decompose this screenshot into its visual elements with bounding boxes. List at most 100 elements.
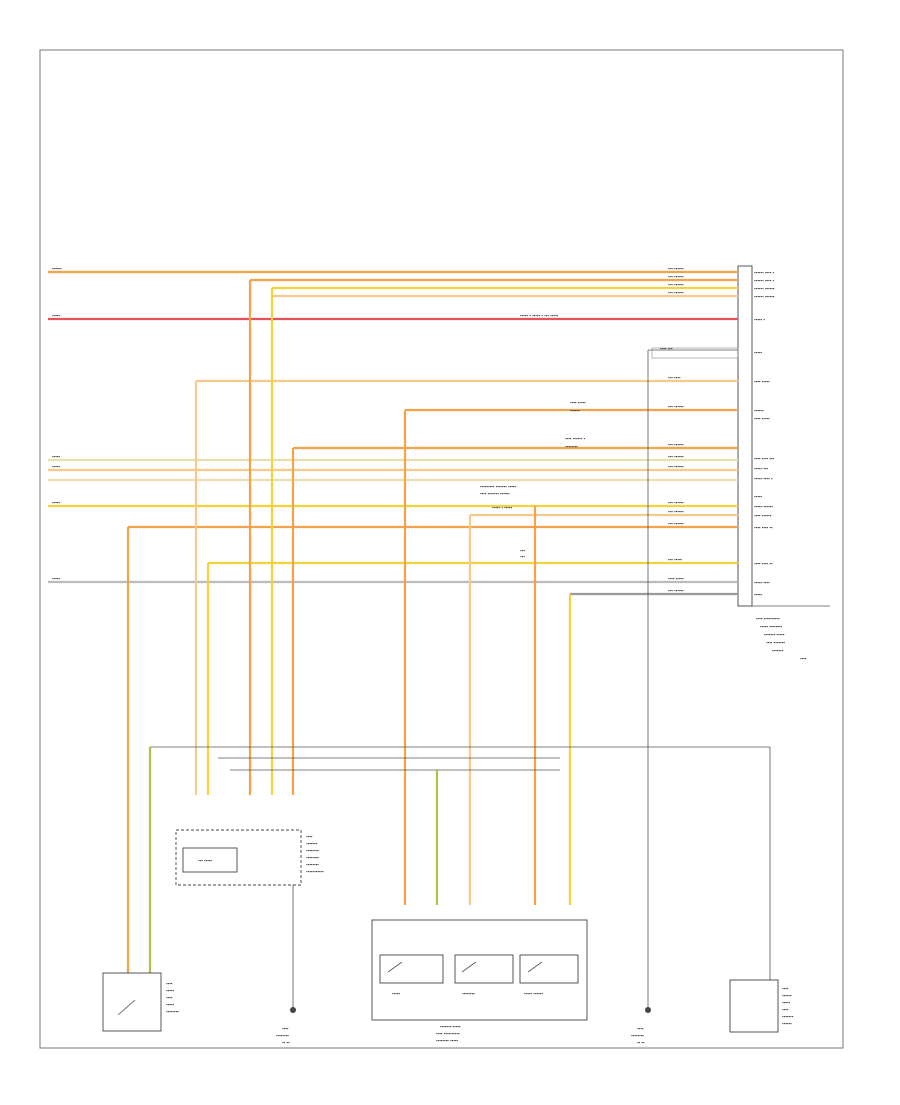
svg-text:▪▪▪▪▪▪▪▪: ▪▪▪▪▪▪▪▪ [306, 848, 319, 853]
ground-right: ▪▪▪▪ ▪▪▪▪▪▪▪▪ ▪▪ ▪▪ [631, 1007, 651, 1045]
svg-text:▪▪▪▪▪ ▪▪▪▪▪▪▪▪: ▪▪▪▪▪ ▪▪▪▪▪▪▪▪ [760, 624, 782, 629]
svg-text:▪▪▪▪▪▪: ▪▪▪▪▪▪ [570, 408, 580, 413]
svg-text:▪▪▪ ▪▪▪▪▪: ▪▪▪ ▪▪▪▪▪ [668, 557, 682, 562]
svg-text:▪▪▪▪▪ ▪▪▪▪▪▪: ▪▪▪▪▪ ▪▪▪▪▪▪ [754, 504, 773, 509]
svg-text:▪▪▪▪▪: ▪▪▪▪▪ [52, 454, 60, 459]
svg-text:▪▪ ▪▪: ▪▪ ▪▪ [637, 1040, 645, 1045]
svg-text:▪▪▪▪ ▪▪▪▪▪▪▪▪▪▪: ▪▪▪▪ ▪▪▪▪▪▪▪▪▪▪ [436, 1031, 460, 1036]
wire-labels: ▪▪▪▪▪▪ ▪▪▪▪▪ ▪▪▪▪▪ ▪▪▪▪▪ ▪▪▪▪▪ ▪▪▪▪▪ ▪▪▪… [52, 266, 684, 593]
svg-text:▪▪▪▪ ▪▪▪▪▪: ▪▪▪▪ ▪▪▪▪▪ [668, 576, 684, 581]
svg-text:▪▪▪▪: ▪▪▪▪ [637, 1026, 644, 1031]
svg-text:▪▪▪ ▪▪▪▪▪▪: ▪▪▪ ▪▪▪▪▪▪ [668, 282, 684, 287]
svg-text:▪▪▪▪▪: ▪▪▪▪▪ [166, 988, 174, 993]
vertical-wires [126, 280, 771, 1010]
svg-text:▪▪▪ ▪▪▪▪▪: ▪▪▪ ▪▪▪▪▪ [198, 858, 212, 863]
diagram-frame [39, 49, 844, 1049]
svg-text:▪▪▪▪▪▪▪ ▪▪▪▪▪: ▪▪▪▪▪▪▪ ▪▪▪▪▪ [764, 632, 785, 637]
svg-text:▪▪▪▪▪ ▪ ▪▪▪▪▪: ▪▪▪▪▪ ▪ ▪▪▪▪▪ [492, 505, 512, 510]
svg-text:▪▪▪: ▪▪▪ [520, 548, 525, 553]
svg-text:▪▪▪▪▪ ▪▪▪▪: ▪▪▪▪▪ ▪▪▪▪ [754, 580, 770, 585]
svg-text:▪▪▪▪▪ ▪▪▪: ▪▪▪▪▪ ▪▪▪ [754, 466, 768, 471]
svg-text:▪▪▪▪: ▪▪▪▪ [166, 981, 173, 986]
svg-text:▪▪▪▪▪: ▪▪▪▪▪ [52, 500, 60, 505]
svg-text:▪▪▪▪ ▪▪▪▪ ▪▪▪: ▪▪▪▪ ▪▪▪▪ ▪▪▪ [754, 456, 774, 461]
svg-text:▪▪▪▪: ▪▪▪▪ [282, 1026, 289, 1031]
svg-text:▪▪▪▪▪: ▪▪▪▪▪ [166, 1002, 174, 1007]
svg-text:▪▪▪▪▪▪ ▪▪▪▪ ▪: ▪▪▪▪▪▪ ▪▪▪▪ ▪ [754, 270, 774, 275]
svg-text:▪▪▪▪ ▪▪▪: ▪▪▪▪ ▪▪▪ [660, 346, 673, 351]
left-module: ▪▪▪ ▪▪▪▪▪ ▪▪▪▪ ▪▪▪▪▪▪▪ ▪▪▪▪▪▪▪▪ ▪▪▪▪▪▪▪▪… [175, 829, 324, 886]
svg-text:▪▪▪ ▪▪▪▪: ▪▪▪ ▪▪▪▪ [668, 375, 681, 380]
svg-text:▪▪▪▪▪▪▪▪: ▪▪▪▪▪▪▪▪ [276, 1033, 289, 1038]
svg-text:▪▪▪▪▪: ▪▪▪▪▪ [52, 464, 60, 469]
svg-text:▪▪▪▪: ▪▪▪▪ [800, 656, 807, 661]
svg-text:▪▪▪▪▪ ▪▪▪▪ ▪: ▪▪▪▪▪ ▪▪▪▪ ▪ [754, 476, 773, 481]
svg-text:▪▪▪: ▪▪▪ [520, 554, 525, 559]
svg-text:▪▪▪▪▪▪▪▪: ▪▪▪▪▪▪▪▪ [462, 991, 475, 996]
svg-text:▪▪▪▪ ▪▪▪▪▪: ▪▪▪▪ ▪▪▪▪▪ [754, 416, 770, 421]
main-module: ▪▪▪▪ ▪▪▪▪▪▪▪▪▪▪ ▪▪▪▪▪ ▪▪▪▪▪▪▪▪ ▪▪▪▪▪▪▪ ▪… [651, 265, 830, 661]
svg-text:▪▪▪ ▪▪▪▪▪▪: ▪▪▪ ▪▪▪▪▪▪ [668, 274, 684, 279]
svg-text:▪▪▪▪▪▪: ▪▪▪▪▪▪ [782, 993, 792, 998]
svg-text:▪▪▪▪▪: ▪▪▪▪▪ [52, 576, 60, 581]
svg-text:▪▪▪▪▪▪▪▪: ▪▪▪▪▪▪▪▪ [306, 862, 319, 867]
svg-text:▪▪▪▪▪▪: ▪▪▪▪▪▪ [754, 408, 764, 413]
svg-text:▪▪▪ ▪▪▪▪▪▪: ▪▪▪ ▪▪▪▪▪▪ [668, 404, 684, 409]
svg-text:▪▪▪ ▪▪▪▪▪▪: ▪▪▪ ▪▪▪▪▪▪ [668, 500, 684, 505]
svg-text:▪▪▪▪ ▪▪▪▪▪▪ ▪: ▪▪▪▪ ▪▪▪▪▪▪ ▪ [565, 436, 585, 441]
svg-text:▪▪▪▪ ▪▪▪▪▪▪▪ ▪▪▪▪▪▪: ▪▪▪▪ ▪▪▪▪▪▪▪ ▪▪▪▪▪▪ [480, 491, 510, 496]
svg-text:▪▪▪ ▪▪▪▪▪▪: ▪▪▪ ▪▪▪▪▪▪ [668, 509, 684, 514]
svg-text:▪▪▪ ▪▪▪▪▪▪: ▪▪▪ ▪▪▪▪▪▪ [668, 454, 684, 459]
svg-text:▪▪▪▪▪▪▪: ▪▪▪▪▪▪▪ [306, 841, 318, 846]
svg-text:▪▪▪▪▪ ▪: ▪▪▪▪▪ ▪ [754, 317, 765, 322]
svg-text:▪▪▪▪: ▪▪▪▪ [166, 995, 173, 1000]
svg-text:▪▪▪▪▪▪▪▪▪ ▪▪▪▪▪▪▪ ▪▪▪▪▪: ▪▪▪▪▪▪▪▪▪ ▪▪▪▪▪▪▪ ▪▪▪▪▪ [480, 484, 516, 489]
module-wires [48, 270, 738, 596]
svg-text:▪▪▪▪▪ ▪ ▪▪▪▪▪ ▪ ▪▪▪ ▪▪▪▪▪: ▪▪▪▪▪ ▪ ▪▪▪▪▪ ▪ ▪▪▪ ▪▪▪▪▪ [520, 313, 559, 318]
left-switch: ▪▪▪▪ ▪▪▪▪▪ ▪▪▪▪ ▪▪▪▪▪ ▪▪▪▪▪▪▪▪ [102, 972, 179, 1032]
svg-text:▪▪▪▪▪▪▪▪ ▪▪▪▪▪: ▪▪▪▪▪▪▪▪ ▪▪▪▪▪ [436, 1038, 458, 1043]
svg-text:▪▪▪▪▪: ▪▪▪▪▪ [754, 592, 762, 597]
svg-text:▪▪▪▪: ▪▪▪▪ [782, 986, 789, 991]
module-pin-labels: ▪▪▪▪▪▪ ▪▪▪▪ ▪ ▪▪▪▪▪▪ ▪▪▪▪ ▪ ▪▪▪▪▪▪ ▪▪▪▪▪… [754, 270, 775, 597]
svg-text:▪▪▪ ▪▪▪▪▪▪: ▪▪▪ ▪▪▪▪▪▪ [668, 290, 684, 295]
svg-text:▪▪▪▪▪▪▪▪: ▪▪▪▪▪▪▪▪ [166, 1009, 179, 1014]
svg-text:▪▪▪ ▪▪▪▪▪▪: ▪▪▪ ▪▪▪▪▪▪ [668, 521, 684, 526]
svg-text:▪▪▪▪▪: ▪▪▪▪▪ [754, 350, 762, 355]
svg-text:▪▪▪▪▪▪ ▪▪▪▪▪▪: ▪▪▪▪▪▪ ▪▪▪▪▪▪ [754, 294, 775, 299]
svg-text:▪▪▪▪▪: ▪▪▪▪▪ [754, 494, 762, 499]
svg-text:▪▪▪▪▪▪ ▪▪▪▪▪▪: ▪▪▪▪▪▪ ▪▪▪▪▪▪ [754, 286, 775, 291]
svg-text:▪▪▪▪▪▪▪▪: ▪▪▪▪▪▪▪▪ [565, 444, 578, 449]
svg-text:▪▪▪▪▪▪: ▪▪▪▪▪▪ [52, 266, 62, 271]
svg-text:▪▪▪▪ ▪▪▪▪ ▪▪: ▪▪▪▪ ▪▪▪▪ ▪▪ [754, 525, 773, 530]
svg-text:▪▪▪▪: ▪▪▪▪ [306, 834, 313, 839]
switch-group: ▪▪▪▪▪ ▪▪▪▪▪▪▪▪ ▪▪▪▪▪ ▪▪▪▪▪▪ ▪▪▪▪▪▪▪ ▪▪▪▪… [371, 919, 588, 1043]
svg-text:▪▪▪ ▪▪▪▪▪▪: ▪▪▪ ▪▪▪▪▪▪ [668, 266, 684, 271]
svg-text:▪▪▪▪▪: ▪▪▪▪▪ [782, 1000, 790, 1005]
svg-text:▪▪▪ ▪▪▪▪▪▪: ▪▪▪ ▪▪▪▪▪▪ [668, 442, 684, 447]
svg-text:▪▪▪▪▪ ▪▪▪▪▪▪: ▪▪▪▪▪ ▪▪▪▪▪▪ [524, 991, 543, 996]
svg-text:▪▪▪▪ ▪▪▪▪ ▪▪: ▪▪▪▪ ▪▪▪▪ ▪▪ [754, 561, 773, 566]
svg-text:▪▪▪▪▪▪▪▪: ▪▪▪▪▪▪▪▪ [631, 1033, 644, 1038]
svg-text:▪▪ ▪▪: ▪▪ ▪▪ [282, 1040, 290, 1045]
svg-text:▪▪▪▪ ▪▪▪▪▪▪: ▪▪▪▪ ▪▪▪▪▪▪ [754, 513, 772, 518]
svg-text:▪▪▪▪▪▪▪▪: ▪▪▪▪▪▪▪▪ [306, 855, 319, 860]
svg-text:▪▪▪▪▪: ▪▪▪▪▪ [392, 991, 400, 996]
svg-text:▪▪▪▪ ▪▪▪▪▪▪▪▪▪▪: ▪▪▪▪ ▪▪▪▪▪▪▪▪▪▪ [756, 616, 780, 621]
svg-text:▪▪▪ ▪▪▪▪▪▪: ▪▪▪ ▪▪▪▪▪▪ [668, 588, 684, 593]
svg-text:▪▪▪▪ ▪▪▪▪▪: ▪▪▪▪ ▪▪▪▪▪ [754, 379, 770, 384]
svg-text:▪▪▪▪▪: ▪▪▪▪▪ [52, 313, 60, 318]
svg-text:▪▪▪▪▪▪▪ ▪▪▪▪▪: ▪▪▪▪▪▪▪ ▪▪▪▪▪ [440, 1024, 461, 1029]
svg-text:▪▪▪▪▪▪▪: ▪▪▪▪▪▪▪ [782, 1014, 794, 1019]
svg-text:▪▪▪▪ ▪▪▪▪▪: ▪▪▪▪ ▪▪▪▪▪ [570, 400, 586, 405]
svg-text:▪▪▪▪: ▪▪▪▪ [782, 1007, 789, 1012]
ground-left: ▪▪▪▪ ▪▪▪▪▪▪▪▪ ▪▪ ▪▪ [276, 1007, 296, 1045]
svg-text:▪▪▪▪▪▪▪: ▪▪▪▪▪▪▪ [772, 648, 784, 653]
svg-text:▪▪▪▪▪▪▪▪▪▪▪: ▪▪▪▪▪▪▪▪▪▪▪ [306, 869, 324, 874]
svg-text:▪▪▪▪ ▪▪▪▪▪▪▪: ▪▪▪▪ ▪▪▪▪▪▪▪ [766, 640, 785, 645]
svg-text:▪▪▪▪▪▪ ▪▪▪▪ ▪: ▪▪▪▪▪▪ ▪▪▪▪ ▪ [754, 278, 774, 283]
svg-text:▪▪▪▪▪▪: ▪▪▪▪▪▪ [782, 1021, 792, 1026]
right-component: ▪▪▪▪ ▪▪▪▪▪▪ ▪▪▪▪▪ ▪▪▪▪ ▪▪▪▪▪▪▪ ▪▪▪▪▪▪ [729, 979, 794, 1033]
svg-text:▪▪▪ ▪▪▪▪▪▪: ▪▪▪ ▪▪▪▪▪▪ [668, 464, 684, 469]
